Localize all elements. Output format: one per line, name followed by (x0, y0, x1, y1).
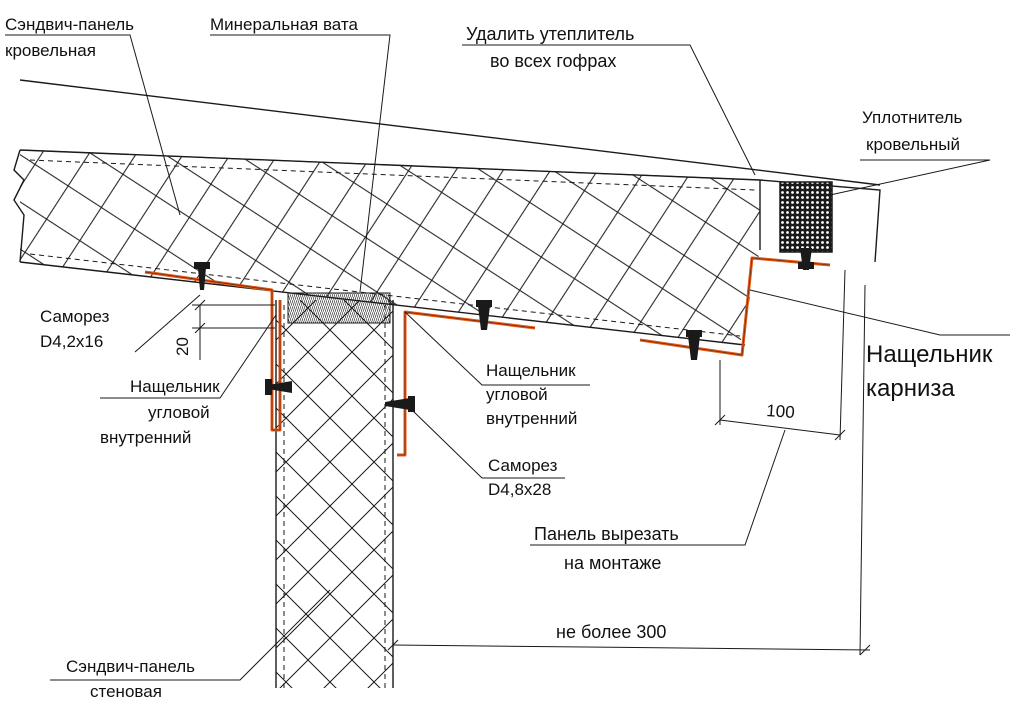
screw-small-label-line2: D4,2x16 (40, 332, 103, 351)
wall-panel-label-line1: Сэндвич-панель (66, 657, 195, 676)
dimension-100-label: 100 (766, 401, 796, 422)
corner-flashing-right-label-line2: угловой (486, 385, 548, 404)
eaves-flashing-label-line2: карниза (866, 375, 955, 402)
wall-sandwich-panel (275, 300, 394, 688)
corner-flashing-left-label-line1: Нащельник (130, 377, 220, 396)
corner-flashing-right-label-line3: внутренний (486, 409, 577, 428)
corner-flashing-left-label-line2: угловой (148, 403, 210, 422)
roof-panel-label-line1: Сэндвич-панель (5, 15, 134, 34)
screw-large-label-line1: Саморез (488, 456, 558, 475)
screw-large-label-line2: D4,8x28 (488, 480, 551, 499)
screw-icon (194, 262, 210, 290)
dimension-300 (387, 284, 871, 656)
screw-icon (686, 330, 702, 360)
roof-sealant (779, 181, 833, 253)
corner-flashing-right (397, 310, 536, 457)
wall-panel-label-line2: стеновая (90, 682, 162, 701)
remove-insulation-label-line2: во всех гофрах (490, 51, 616, 71)
roof-sealant-label-line2: кровельный (866, 135, 960, 154)
screw-icon (385, 396, 415, 412)
dimension-20-label: 20 (173, 337, 192, 356)
screw-small-label-line1: Саморез (40, 307, 110, 326)
roof-sandwich-panel (13, 79, 881, 346)
roof-panel-label-line2: кровельная (5, 41, 96, 60)
screw-icon (476, 300, 492, 330)
mineral-wool-pad (287, 292, 391, 324)
dimension-20 (192, 299, 275, 360)
leader-lines (5, 34, 1010, 681)
dimension-100 (714, 269, 846, 441)
eaves-flashing-label-line1: Нащельник (866, 341, 993, 368)
screw-icon (265, 379, 292, 395)
cut-panel-label-line1: Панель вырезать (534, 524, 679, 544)
dimension-300-label: не более 300 (556, 622, 666, 642)
roof-sealant-label-line1: Уплотнитель (862, 108, 963, 127)
cut-panel-label-line2: на монтаже (564, 553, 661, 573)
corner-flashing-left-label-line3: внутренний (100, 428, 191, 447)
screw-icon (798, 248, 814, 270)
corner-flashing-right-label-line1: Нащельник (486, 361, 576, 380)
remove-insulation-label-line1: Удалить утеплитель (466, 24, 634, 44)
mineral-wool-label: Минеральная вата (210, 15, 358, 34)
